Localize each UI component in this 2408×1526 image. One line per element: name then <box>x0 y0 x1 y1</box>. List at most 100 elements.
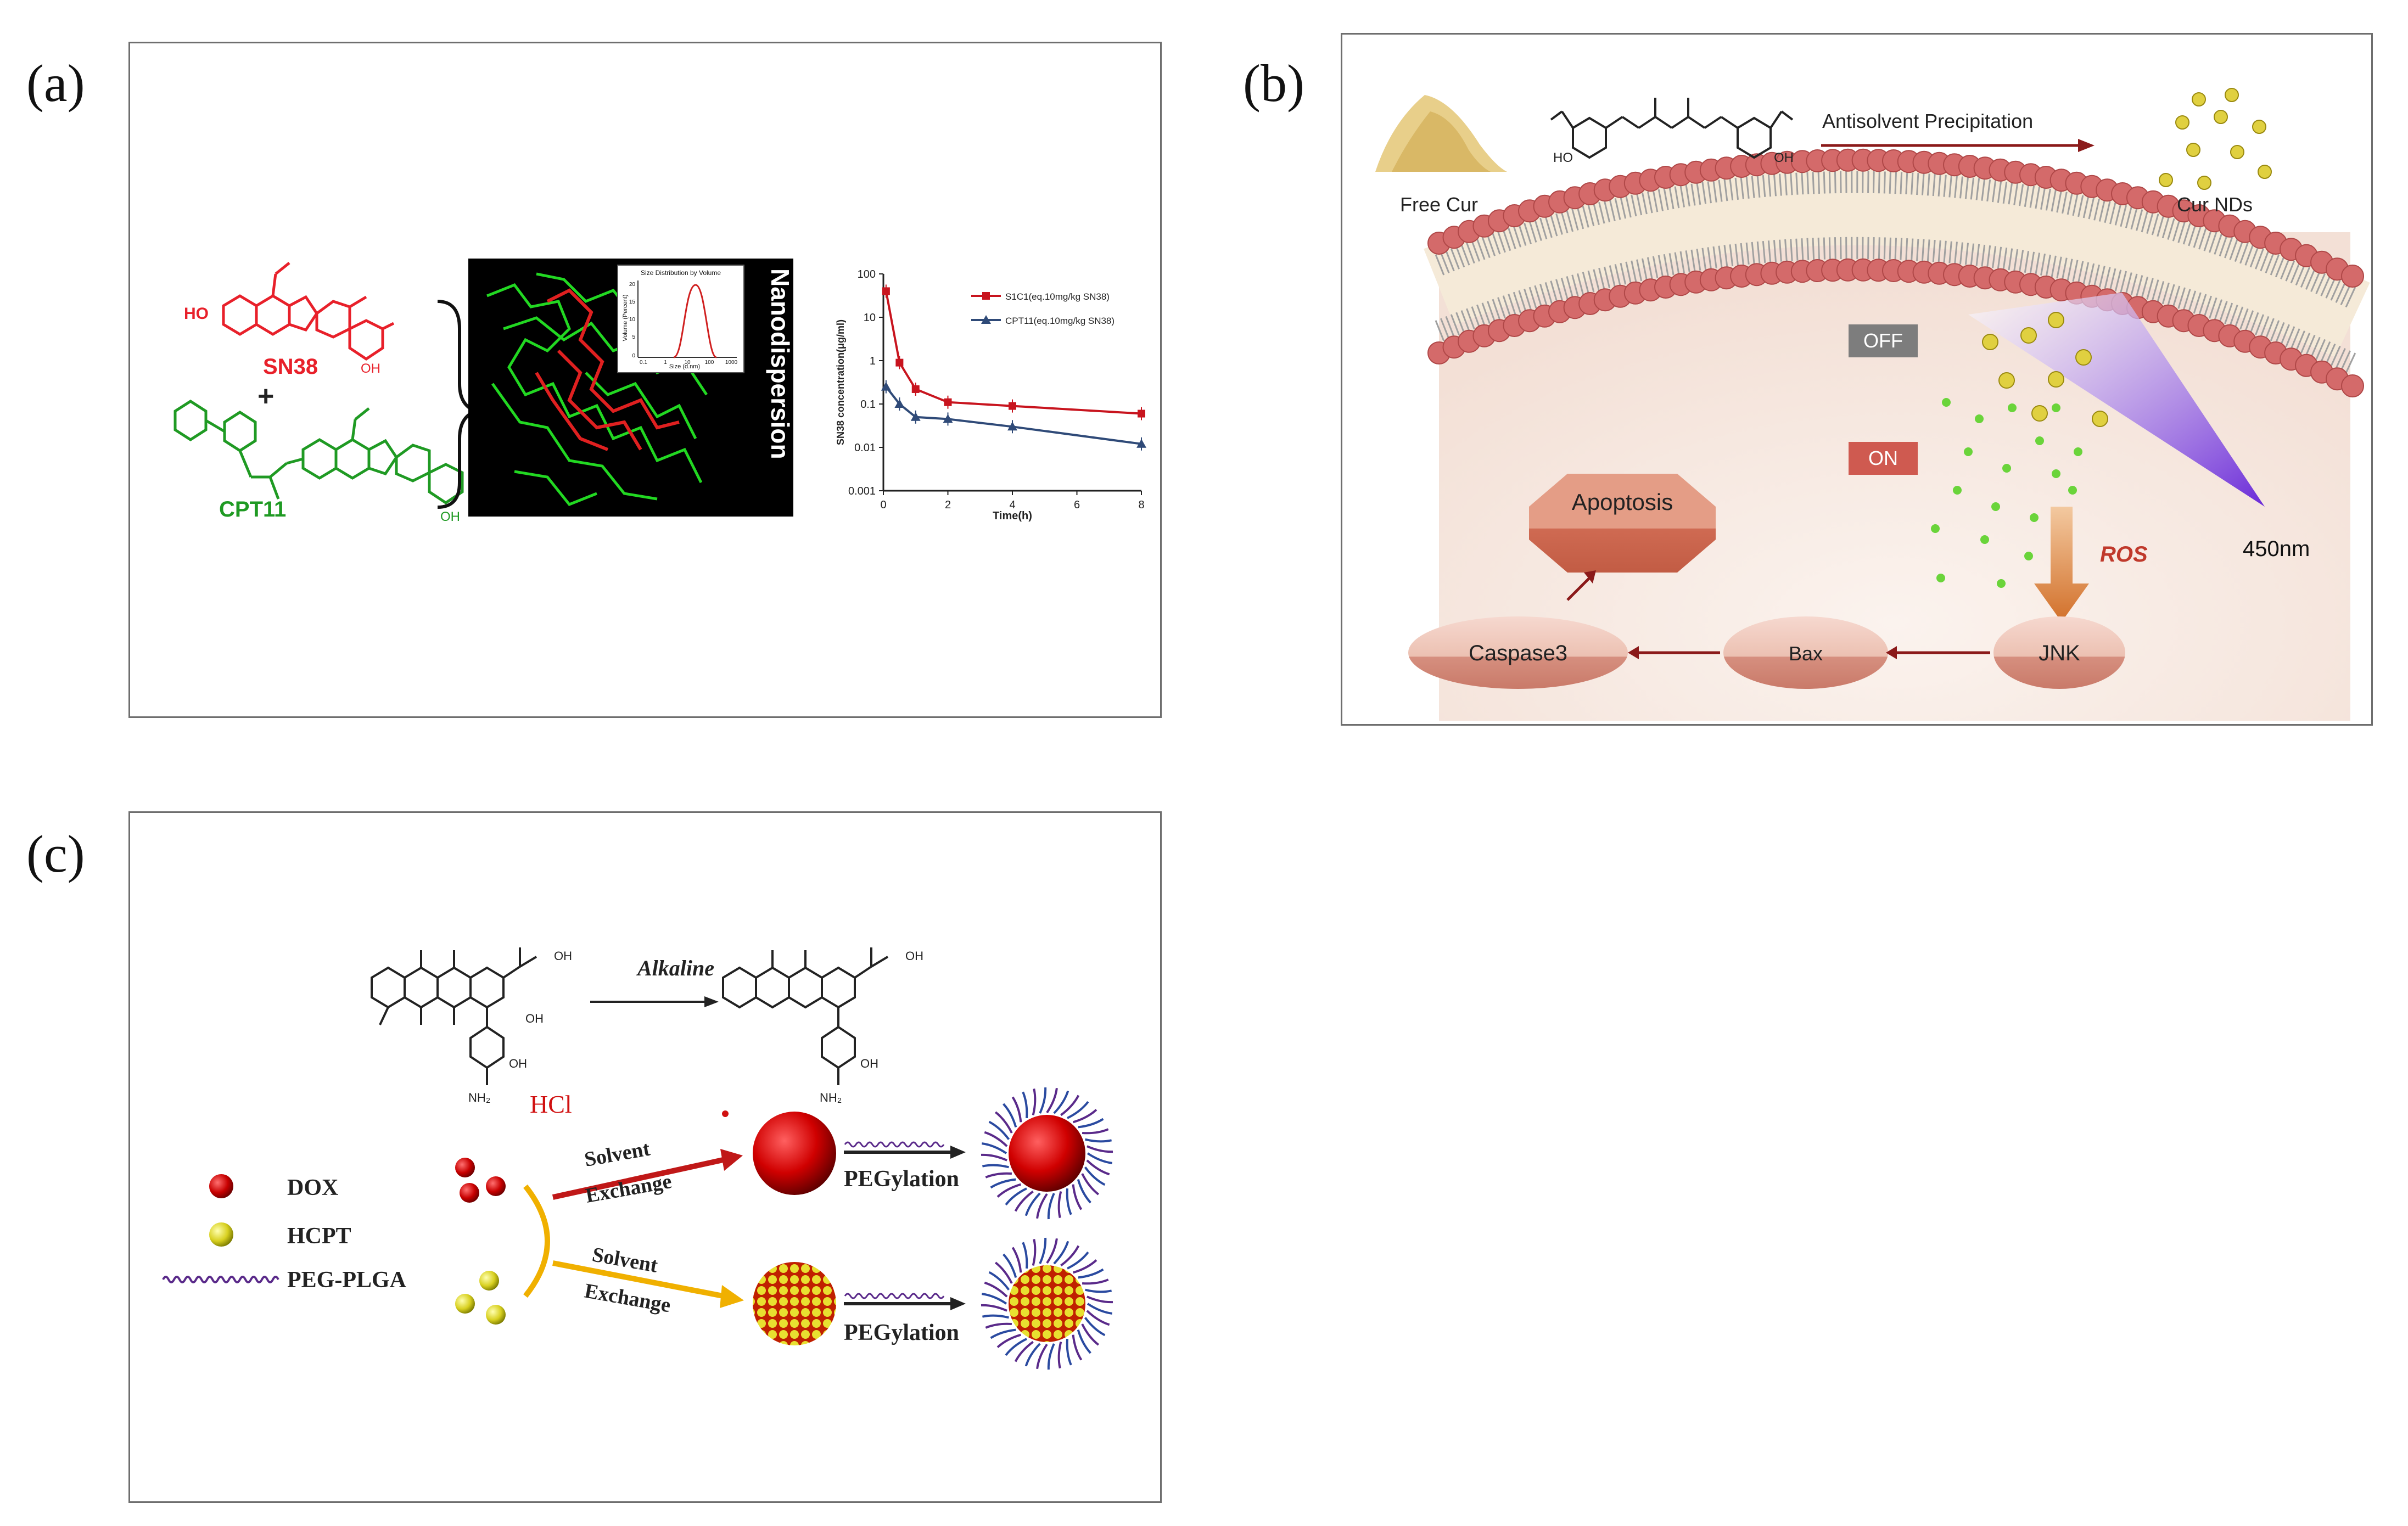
cur-nd-particle <box>2175 115 2189 130</box>
dox-particle <box>460 1183 479 1203</box>
peg-chain <box>1078 1268 1104 1279</box>
peg-chain <box>1077 1329 1091 1354</box>
apoptosis-node <box>1529 474 1716 573</box>
peg-chain <box>1003 1103 1017 1127</box>
ros-dot <box>2035 436 2044 445</box>
curcumin-structure <box>1550 98 1794 159</box>
peg-chain <box>1086 1310 1110 1326</box>
legend-hcpt-label: HCPT <box>287 1224 351 1249</box>
nanodispersion-image: Size Distribution by Volume Size (d.nm) … <box>468 259 794 517</box>
peg-chain <box>1022 1242 1028 1269</box>
solvent-exchange-arrowhead-top <box>720 1149 743 1171</box>
ros-dot <box>2008 403 2017 412</box>
peg-chain <box>1053 1090 1069 1114</box>
inset-title: Size Distribution by Volume <box>641 269 721 277</box>
peg-chain <box>1085 1138 1112 1143</box>
peg-chain <box>996 1183 1021 1198</box>
sn38-structure <box>222 262 395 361</box>
data-point <box>882 287 890 295</box>
inset-ytick: 10 <box>629 317 636 323</box>
legend-dox-label: DOX <box>287 1175 338 1200</box>
peg-chain <box>996 1333 1021 1348</box>
x-tick-label: 2 <box>945 499 951 511</box>
x-tick-label: 4 <box>1009 499 1015 511</box>
jnk-node <box>1993 616 2125 689</box>
hcl-label: HCl <box>530 1090 572 1118</box>
peg-chain <box>1036 1343 1048 1369</box>
hcpt-particle <box>479 1271 499 1291</box>
peg-chain <box>1087 1303 1112 1315</box>
peg-chain <box>1024 1343 1041 1367</box>
cell-membrane <box>1424 148 2370 397</box>
inset-ytick: 5 <box>632 334 635 340</box>
panel-c-letter: (c) <box>26 824 85 883</box>
ros-dot <box>1997 579 2006 588</box>
dox-nanoparticle <box>753 1112 836 1195</box>
legend-peg-label: PEG-PLGA <box>287 1267 407 1293</box>
peg-chain <box>1067 1101 1089 1119</box>
bax-caspase-arrowhead <box>1628 646 1639 659</box>
peg-strand-top <box>844 1141 945 1148</box>
panel-b-figure: Free Cur HO OH Antisolvent Precipitation <box>1375 88 2370 721</box>
dox-particle <box>455 1158 475 1177</box>
y-tick-label: 0.001 <box>848 485 876 497</box>
peg-chain <box>1003 1253 1017 1278</box>
ros-dot <box>1942 398 1951 407</box>
legend-label: S1C1(eq.10mg/kg SN38) <box>1005 291 1110 302</box>
cpt11-oh-label: OH <box>440 509 460 524</box>
peg-chain <box>982 1314 1009 1319</box>
ros-dot <box>2030 513 2039 522</box>
series-line-0 <box>884 291 1142 415</box>
peg-chain <box>1046 1238 1058 1264</box>
solvent-exchange-arrow-bottom <box>552 1260 724 1299</box>
data-point <box>911 385 920 393</box>
y-tick-label: 100 <box>858 268 876 280</box>
caspase-apoptosis-arrowhead <box>1584 570 1596 584</box>
pegylation-arrowhead-top <box>950 1146 966 1159</box>
alkaline-arrowhead <box>704 996 719 1007</box>
pegylated-hcpt-nanoparticle <box>981 1237 1113 1370</box>
jnk-label: JNK <box>2039 641 2080 665</box>
cur-nd-particle <box>2192 92 2206 106</box>
bax-node <box>1723 616 1888 689</box>
small-red-dot <box>722 1110 729 1117</box>
peg-chain <box>1005 1338 1027 1356</box>
peg-chain <box>1053 1241 1069 1265</box>
caspase-apoptosis-arrow <box>1566 577 1591 601</box>
peg-chain <box>1073 1109 1097 1124</box>
cpt11-structure <box>173 400 464 505</box>
ros-dot <box>2002 464 2011 473</box>
cur-nds-label: Cur NDs <box>2177 193 2253 216</box>
panel-a: HO OH SN38 + OH CPT11 <box>128 42 1162 718</box>
caspase3-node <box>1408 616 1628 689</box>
panel-a-letter: (a) <box>26 54 85 113</box>
x-tick-label: 8 <box>1138 499 1144 511</box>
peg-chain <box>1014 1340 1034 1362</box>
dox-base-oh-2: OH <box>860 1057 878 1070</box>
hcpt-particle <box>486 1305 506 1325</box>
beam-particle <box>1982 334 1998 350</box>
legend-dox-icon <box>209 1174 233 1198</box>
data-point <box>1007 422 1017 431</box>
inset-xtick: 100 <box>705 360 714 366</box>
ros-dot <box>2068 486 2077 495</box>
peg-chain <box>1077 1179 1091 1204</box>
peg-chain <box>984 1281 1008 1298</box>
lipid-head <box>2341 374 2364 397</box>
peg-chain <box>1039 1237 1047 1264</box>
dox-particle <box>486 1176 506 1196</box>
peg-chain <box>1057 1342 1062 1369</box>
peg-chain <box>990 1178 1016 1189</box>
peg-chain <box>1081 1173 1100 1196</box>
on-label: ON <box>1868 447 1898 469</box>
peg-chain <box>1047 1343 1055 1370</box>
pegylated-dox-nanoparticle <box>981 1087 1113 1220</box>
ros-dot <box>2024 552 2033 560</box>
peg-chain <box>1024 1192 1041 1216</box>
off-badge <box>1849 324 1918 357</box>
free-cur-label: Free Cur <box>1400 193 1478 216</box>
pegylation-arrowhead-bottom <box>950 1297 966 1310</box>
ros-dot <box>1975 414 1984 423</box>
y-tick-label: 1 <box>870 355 876 367</box>
peg-chain <box>1086 1159 1110 1176</box>
